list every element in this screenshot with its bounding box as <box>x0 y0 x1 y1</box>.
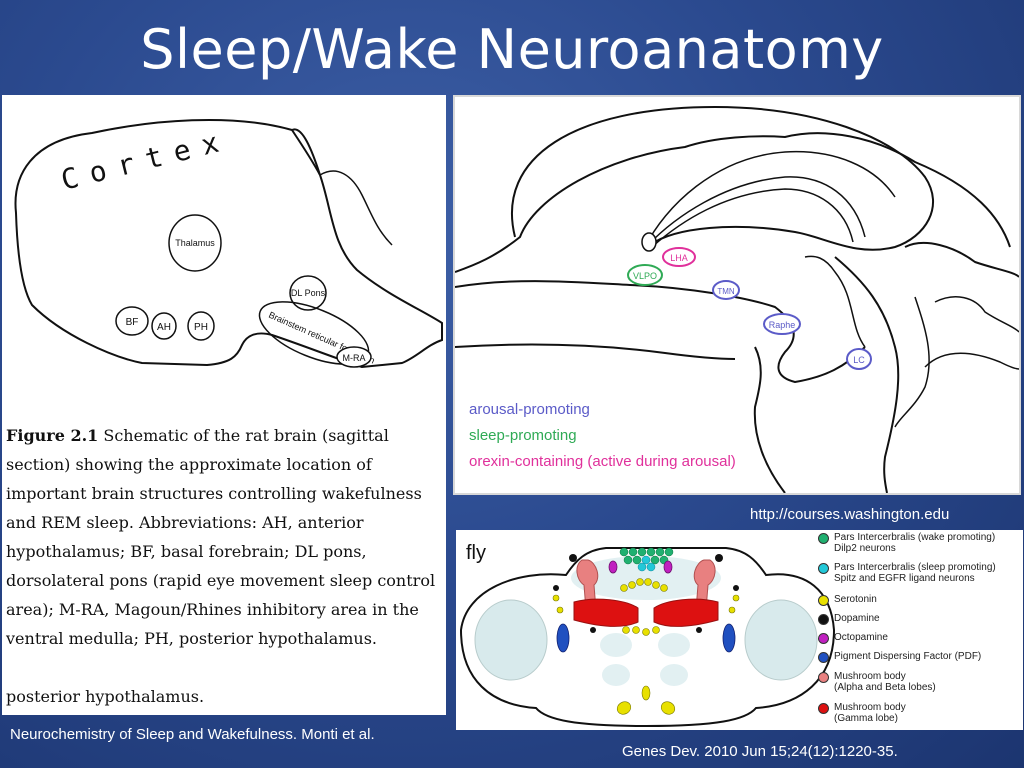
lc-marker: LC <box>846 348 872 370</box>
rat-brain-panel: Cortex Thalamus BF AH PH DL Pons Brainst… <box>2 95 446 715</box>
legend-pi-sleep: Pars Intercerbralis (sleep promoting)Spi… <box>818 562 996 584</box>
lha-label: LHA <box>670 253 688 263</box>
tmn-marker: TMN <box>712 280 740 300</box>
vlpo-label: VLPO <box>633 271 657 281</box>
ph-label: PH <box>194 322 208 333</box>
figure-caption-label: Figure 2.1 <box>6 426 99 445</box>
thalamus-label: Thalamus <box>175 238 215 248</box>
fly-brain-panel: fly <box>456 530 1023 730</box>
fly-legend: Pars Intercerbralis (wake promoting)Dilp… <box>456 530 1023 730</box>
bf-label: BF <box>126 317 139 328</box>
pi-wake-cluster <box>619 547 674 565</box>
pdf-cells <box>556 623 736 653</box>
figure-caption-text: Schematic of the rat brain (sagittal sec… <box>6 426 436 648</box>
human-brain-panel: LHA VLPO TMN Raphe LC arousal-promoting … <box>453 95 1021 495</box>
vlpo-marker: VLPO <box>627 264 663 286</box>
human-brain-schematic: LHA VLPO TMN Raphe LC arousal-promoting … <box>455 105 1019 493</box>
fly-brain-schematic <box>459 547 836 728</box>
legend-octopamine: Octopamine <box>818 632 888 644</box>
lc-label: LC <box>853 355 865 365</box>
mushroom-gamma <box>573 598 719 627</box>
octopamine-cells <box>608 560 673 574</box>
legend-mushroom-gamma: Mushroom body(Gamma lobe) <box>818 702 906 724</box>
legend-pdf: Pigment Dispersing Factor (PDF) <box>818 651 981 663</box>
lha-marker: LHA <box>662 247 696 267</box>
legend-arousal: arousal-promoting <box>469 401 590 418</box>
legend-serotonin: Serotonin <box>818 594 877 606</box>
human-credit: http://courses.washington.edu <box>750 506 950 523</box>
rat-brain-schematic: Cortex Thalamus BF AH PH DL Pons Brainst… <box>14 118 443 369</box>
dl-pons-label: DL Pons <box>291 288 326 298</box>
legend-dopamine: Dopamine <box>818 613 880 625</box>
figure-caption: Figure 2.1 Schematic of the rat brain (s… <box>6 421 442 653</box>
raphe-marker: Raphe <box>763 313 801 335</box>
mra-label: M-RA <box>343 353 366 363</box>
dopamine-cells <box>553 554 739 633</box>
slide-title: Sleep/Wake Neuroanatomy <box>140 18 884 81</box>
figure-caption-duplicate: posterior hypothalamus. <box>6 687 205 706</box>
legend-pi-wake: Pars Intercerbralis (wake promoting)Dilp… <box>818 532 995 554</box>
ah-label: AH <box>157 322 171 333</box>
legend-sleep: sleep-promoting <box>469 427 577 444</box>
legend-orexin: orexin-containing (active during arousal… <box>469 453 736 470</box>
tmn-label: TMN <box>717 287 735 296</box>
legend-mushroom-alpha-beta: Mushroom body(Alpha and Beta lobes) <box>818 671 936 693</box>
raphe-label: Raphe <box>769 320 796 330</box>
rat-credit: Neurochemistry of Sleep and Wakefulness.… <box>10 726 375 743</box>
fly-label: fly <box>466 542 486 564</box>
serotonin-cells <box>552 578 740 715</box>
fly-credit: Genes Dev. 2010 Jun 15;24(12):1220-35. <box>622 743 898 760</box>
pi-sleep-cluster <box>637 555 656 572</box>
